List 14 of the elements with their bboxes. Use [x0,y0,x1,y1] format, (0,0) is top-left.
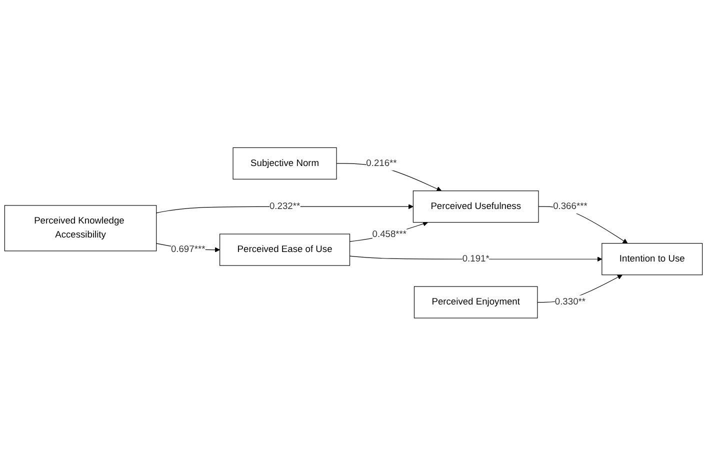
edge-label: 0.330** [554,297,586,308]
node-box: Perceived Enjoyment [414,286,538,318]
arrow [349,256,602,262]
node-box: Perceived Usefulness [412,190,539,223]
node-box: Subjective Norm [232,148,337,180]
edge-label: 0.366*** [553,201,588,212]
node-box: Perceived Ease of Use [220,234,350,266]
node-box: Perceived Knowledge Accessibility [4,205,157,252]
edge-label: 0.697*** [170,244,206,255]
edge-label: 0.191* [462,254,490,264]
edge-label: 0.232** [269,201,300,212]
node-box: Intention to Use [602,243,703,276]
edge-label: 0.216** [366,158,397,168]
edge-label: 0.458*** [372,230,407,240]
